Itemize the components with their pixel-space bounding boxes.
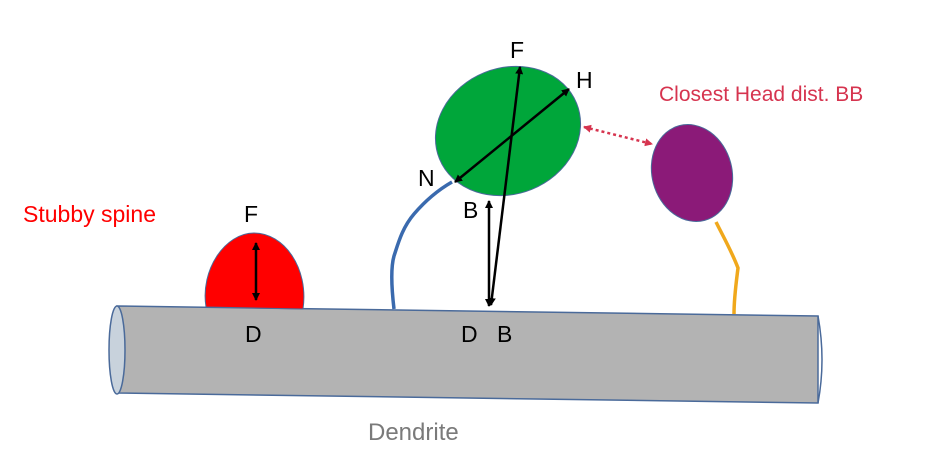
dendrite-right-cap (817, 315, 823, 404)
head-left-label: N (418, 165, 435, 191)
dendrite-d-label: D (461, 321, 478, 347)
mushroom-spine-head (434, 65, 582, 197)
dendrite-label: Dendrite (368, 419, 459, 446)
head-base-label: B (463, 197, 478, 223)
stubby-spine-title: Stubby spine (23, 201, 156, 227)
stubby-spine-head (204, 232, 305, 310)
head-right-label: H (576, 67, 593, 93)
spine-length-arrow-bf (487, 66, 524, 306)
purple-spine-head (650, 124, 734, 222)
purple-spine-neck (714, 221, 740, 315)
closest-head-distance-arrow (583, 124, 653, 147)
stubby-top-label: F (244, 201, 258, 227)
dendrite (108, 305, 823, 404)
stubby-bottom-label: D (245, 321, 262, 347)
mushroom-spine-neck (389, 180, 453, 310)
dendrite-b-label: B (497, 321, 512, 347)
closest-head-label: Closest Head dist. BB (659, 83, 863, 106)
dendrite-left-cap (108, 305, 126, 395)
head-top-label: F (510, 37, 524, 63)
